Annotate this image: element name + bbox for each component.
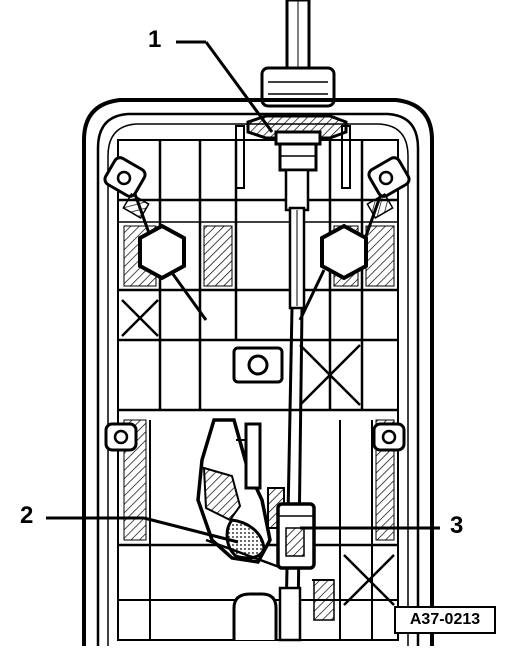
callout-label-2: 2 xyxy=(20,502,34,529)
cable-top xyxy=(260,0,336,108)
hex-boss-right xyxy=(320,223,368,281)
cable-clamp xyxy=(267,487,316,570)
mounting-lug-bottom-right xyxy=(372,422,406,452)
mounting-lug-bottom-left xyxy=(104,422,138,452)
hex-boss-left xyxy=(138,223,186,281)
center-boss xyxy=(232,346,284,384)
callout-leader-1 xyxy=(176,40,274,133)
callout-label-3: 3 xyxy=(450,512,464,539)
cable-end-fitting xyxy=(246,114,348,212)
bottom-guide xyxy=(232,579,335,642)
mounting-lug-top-left xyxy=(103,156,150,219)
figure-reference-text: A37-0213 xyxy=(409,611,481,628)
callout-leader-2 xyxy=(46,516,239,544)
mounting-lug-top-right xyxy=(366,156,411,219)
shift-lever xyxy=(196,418,283,570)
callout-label-1: 1 xyxy=(148,26,162,53)
figure-reference-code: A37-0213 xyxy=(394,606,496,634)
